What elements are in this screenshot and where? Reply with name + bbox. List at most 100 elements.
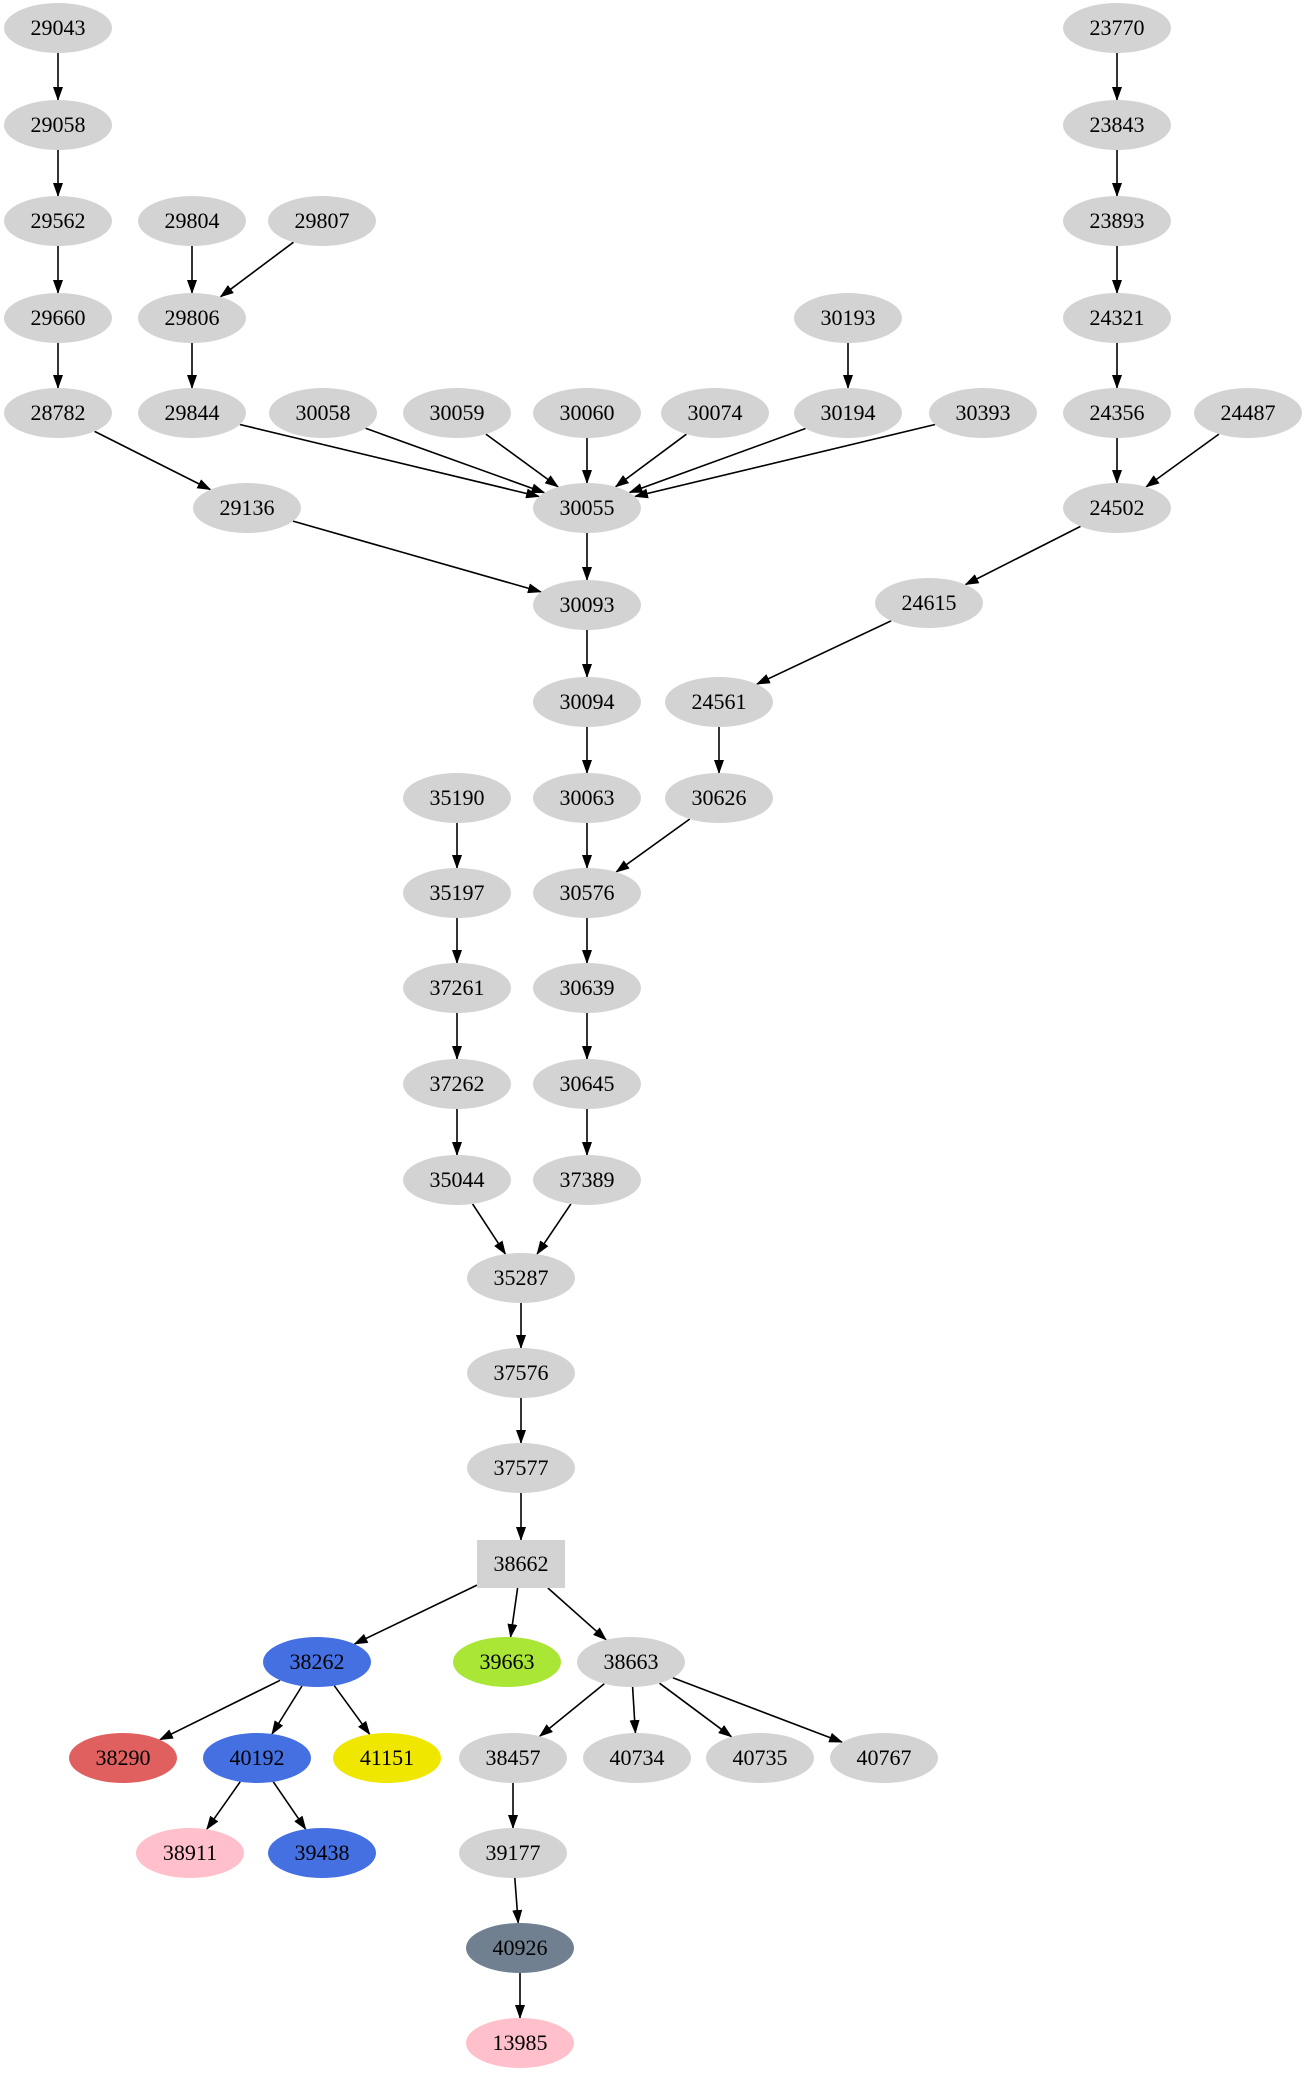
graph-node-30074: 30074 <box>661 388 769 438</box>
node-shape <box>706 1733 814 1783</box>
graph-node-13985: 13985 <box>466 2018 574 2068</box>
graph-edge-30626-30576 <box>615 818 691 873</box>
node-label: 37261 <box>430 975 485 1000</box>
node-label: 40735 <box>733 1745 788 1770</box>
graph-edge-38663-40735 <box>659 1682 733 1738</box>
node-shape <box>333 1733 441 1783</box>
graph-edge-38662-38663 <box>547 1587 607 1641</box>
graph-edge-38663-40767 <box>672 1677 844 1743</box>
graph-node-29806: 29806 <box>138 293 246 343</box>
graph-node-37577: 37577 <box>467 1443 575 1493</box>
node-shape <box>138 388 246 438</box>
node-label: 28782 <box>31 400 86 425</box>
node-shape <box>403 1059 511 1109</box>
node-shape <box>661 388 769 438</box>
node-label: 23843 <box>1090 112 1145 137</box>
node-label: 29043 <box>31 15 86 40</box>
node-shape <box>4 196 112 246</box>
graph-node-30639: 30639 <box>533 963 641 1013</box>
node-label: 30063 <box>560 785 615 810</box>
graph-node-35287: 35287 <box>467 1253 575 1303</box>
node-shape <box>1063 388 1171 438</box>
node-label: 13985 <box>493 2030 548 2055</box>
node-label: 30094 <box>560 689 615 714</box>
graph-node-35197: 35197 <box>403 868 511 918</box>
graph-node-24356: 24356 <box>1063 388 1171 438</box>
node-shape <box>583 1733 691 1783</box>
graph-edge-24487-24502 <box>1145 433 1220 488</box>
node-label: 37389 <box>560 1167 615 1192</box>
graph-edge-24502-24615 <box>964 525 1081 586</box>
node-shape <box>533 868 641 918</box>
node-label: 30393 <box>956 400 1011 425</box>
graph-edge-30393-30055 <box>633 423 936 499</box>
node-shape <box>268 196 376 246</box>
node-shape <box>269 388 377 438</box>
node-label: 40767 <box>857 1745 912 1770</box>
node-label: 24487 <box>1221 400 1276 425</box>
graph-edge-39177-40926 <box>512 1877 523 1924</box>
graph-node-38663: 38663 <box>577 1637 685 1687</box>
node-label: 30060 <box>560 400 615 425</box>
node-shape <box>4 100 112 150</box>
graph-node-40734: 40734 <box>583 1733 691 1783</box>
graph-node-39663: 39663 <box>453 1637 561 1687</box>
node-shape <box>1063 483 1171 533</box>
graph-edge-38262-38290 <box>159 1679 281 1741</box>
node-shape <box>533 483 641 533</box>
node-label: 35190 <box>430 785 485 810</box>
node-label: 35287 <box>494 1265 549 1290</box>
node-label: 30093 <box>560 592 615 617</box>
node-shape <box>4 3 112 53</box>
graph-node-41151: 41151 <box>333 1733 441 1783</box>
graph-node-40767: 40767 <box>830 1733 938 1783</box>
node-label: 24502 <box>1090 495 1145 520</box>
graph-node-39438: 39438 <box>268 1828 376 1878</box>
node-label: 29844 <box>165 400 220 425</box>
node-shape <box>4 293 112 343</box>
graph-node-37576: 37576 <box>467 1348 575 1398</box>
graph-node-30393: 30393 <box>929 388 1037 438</box>
node-shape <box>268 1828 376 1878</box>
graph-edge-30059-30055 <box>485 433 559 488</box>
graph-node-35190: 35190 <box>403 773 511 823</box>
graph-node-40926: 40926 <box>466 1923 574 1973</box>
node-shape <box>263 1637 371 1687</box>
node-label: 38262 <box>290 1649 345 1674</box>
graph-edge-30074-30055 <box>614 433 687 488</box>
node-label: 30193 <box>821 305 876 330</box>
graph-edge-40192-38911 <box>206 1781 241 1831</box>
graph-node-30093: 30093 <box>533 580 641 630</box>
graph-edge-35044-35287 <box>471 1203 507 1255</box>
node-shape <box>403 868 511 918</box>
node-shape <box>403 1155 511 1205</box>
graph-edge-29807-29806 <box>219 241 294 298</box>
graph-edge-29844-30055 <box>239 423 541 499</box>
graph-node-29807: 29807 <box>268 196 376 246</box>
graph-edge-28782-29136 <box>94 430 212 491</box>
graph-edge-29136-30093 <box>292 520 542 594</box>
node-label: 37577 <box>494 1455 549 1480</box>
node-shape <box>1063 100 1171 150</box>
graph-node-29136: 29136 <box>193 483 301 533</box>
graph-node-30059: 30059 <box>403 388 511 438</box>
node-shape <box>533 1155 641 1205</box>
graph-node-23893: 23893 <box>1063 196 1171 246</box>
node-label: 30576 <box>560 880 615 905</box>
node-label: 41151 <box>360 1745 414 1770</box>
graph-node-37261: 37261 <box>403 963 511 1013</box>
node-label: 30194 <box>821 400 876 425</box>
graph-node-29058: 29058 <box>4 100 112 150</box>
node-shape <box>467 1348 575 1398</box>
node-shape <box>477 1540 565 1588</box>
node-shape <box>459 1733 567 1783</box>
node-shape <box>466 2018 574 2068</box>
node-label: 37576 <box>494 1360 549 1385</box>
node-shape <box>665 773 773 823</box>
graph-node-24487: 24487 <box>1194 388 1302 438</box>
graph-node-40735: 40735 <box>706 1733 814 1783</box>
graph-node-38911: 38911 <box>136 1828 244 1878</box>
node-label: 29562 <box>31 208 86 233</box>
node-shape <box>136 1828 244 1878</box>
